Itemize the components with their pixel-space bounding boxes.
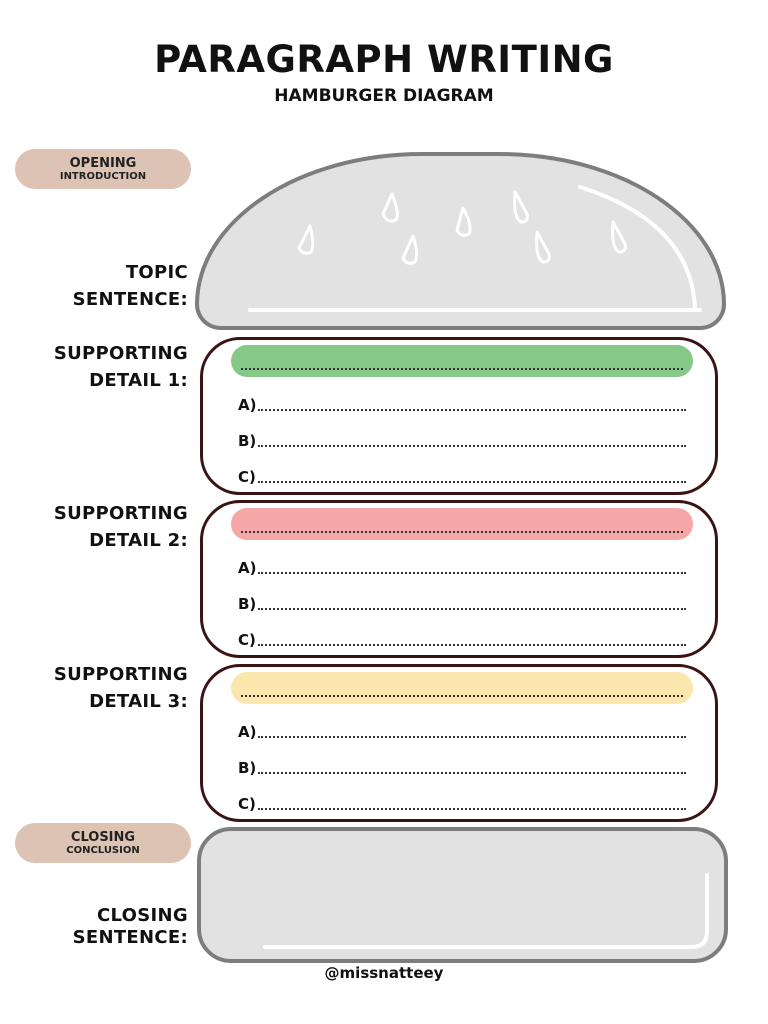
line-a-label: A) [238,723,257,741]
supporting-detail-3-patty: A) B) C) [200,664,718,822]
supporting-detail-2-patty: A) B) C) [200,500,718,658]
line-b-label: B) [238,759,257,777]
closing-sentence-label: CLOSING SENTENCE: [73,905,188,949]
sesame-seeds-icon [297,190,627,265]
line-b-label: B) [238,595,257,613]
detail-1-main-line[interactable] [231,345,693,377]
detail-3-line-c[interactable]: C) [238,793,686,813]
page-subtitle: HAMBURGER DIAGRAM [274,86,494,106]
detail-1-label-line1: SUPPORTING [53,343,188,364]
supporting-detail-1-label: SUPPORTING DETAIL 1: [54,340,188,394]
closing-pill: CLOSING CONCLUSION [15,823,191,863]
closing-pill-sublabel: CONCLUSION [66,844,140,856]
detail-3-label-line2: DETAIL 3: [89,691,188,712]
opening-pill-label: OPENING [69,155,137,171]
detail-3-label-line1: SUPPORTING [53,664,188,685]
detail-2-line-a[interactable]: A) [238,557,686,577]
detail-2-label-line1: SUPPORTING [53,503,188,524]
supporting-detail-2-label: SUPPORTING DETAIL 2: [54,500,188,554]
supporting-detail-1-patty: A) B) C) [200,337,718,495]
detail-2-line-b[interactable]: B) [238,593,686,613]
closing-label-line2: SENTENCE: [72,927,188,948]
detail-2-label-line2: DETAIL 2: [89,530,188,551]
detail-2-line-c[interactable]: C) [238,629,686,649]
detail-1-line-b[interactable]: B) [238,430,686,450]
line-a-label: A) [238,559,257,577]
topic-label-line2: SENTENCE: [72,289,188,310]
closing-pill-label: CLOSING [70,829,136,845]
page-title: PARAGRAPH WRITING [154,38,614,81]
line-a-label: A) [238,396,257,414]
detail-3-main-line[interactable] [231,672,693,704]
author-credit: @missnatteey [324,964,444,982]
topic-sentence-label: TOPIC SENTENCE: [73,259,188,313]
detail-1-label-line2: DETAIL 1: [89,370,188,391]
detail-3-line-a[interactable]: A) [238,721,686,741]
line-b-label: B) [238,432,257,450]
topic-label-line1: TOPIC [125,262,188,283]
detail-2-main-line[interactable] [231,508,693,540]
closing-label-line1: CLOSING [97,905,188,926]
detail-1-line-a[interactable]: A) [238,394,686,414]
opening-pill: OPENING INTRODUCTION [15,149,191,189]
bottom-bun-highlight-icon [263,873,709,949]
line-c-label: C) [238,468,256,486]
detail-3-line-b[interactable]: B) [238,757,686,777]
bottom-bun-decoration [263,873,709,949]
bun-highlight-icon [578,185,697,309]
line-c-label: C) [238,631,256,649]
bottom-bun [197,827,728,963]
line-c-label: C) [238,795,256,813]
opening-pill-sublabel: INTRODUCTION [59,170,147,182]
supporting-detail-3-label: SUPPORTING DETAIL 3: [54,661,188,715]
top-bun-decoration [248,185,702,312]
detail-1-line-c[interactable]: C) [238,466,686,486]
